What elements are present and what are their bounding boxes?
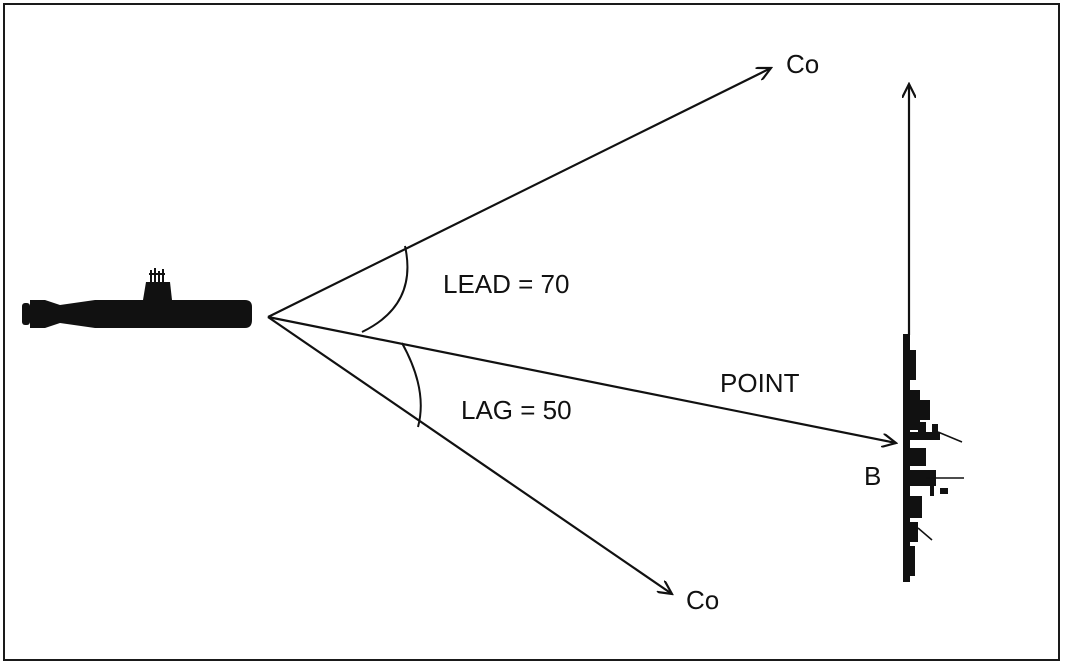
co-upper-label: Co <box>786 49 819 79</box>
target-bearing-label: B <box>864 461 881 491</box>
point-label: POINT <box>720 368 800 398</box>
point-arrow <box>267 315 896 443</box>
co-lower-label: Co <box>686 585 719 615</box>
lead-angle-label: LEAD = 70 <box>443 269 569 299</box>
submarine-icon <box>22 268 252 328</box>
co-upper-arrow <box>267 68 771 318</box>
co-lower-arrow <box>267 316 672 594</box>
lag-angle-arc <box>401 342 422 428</box>
lag-angle-label: LAG = 50 <box>461 395 572 425</box>
diagram-frame <box>3 3 1060 661</box>
lead-angle-arc <box>361 245 409 333</box>
warship-icon <box>903 334 964 582</box>
